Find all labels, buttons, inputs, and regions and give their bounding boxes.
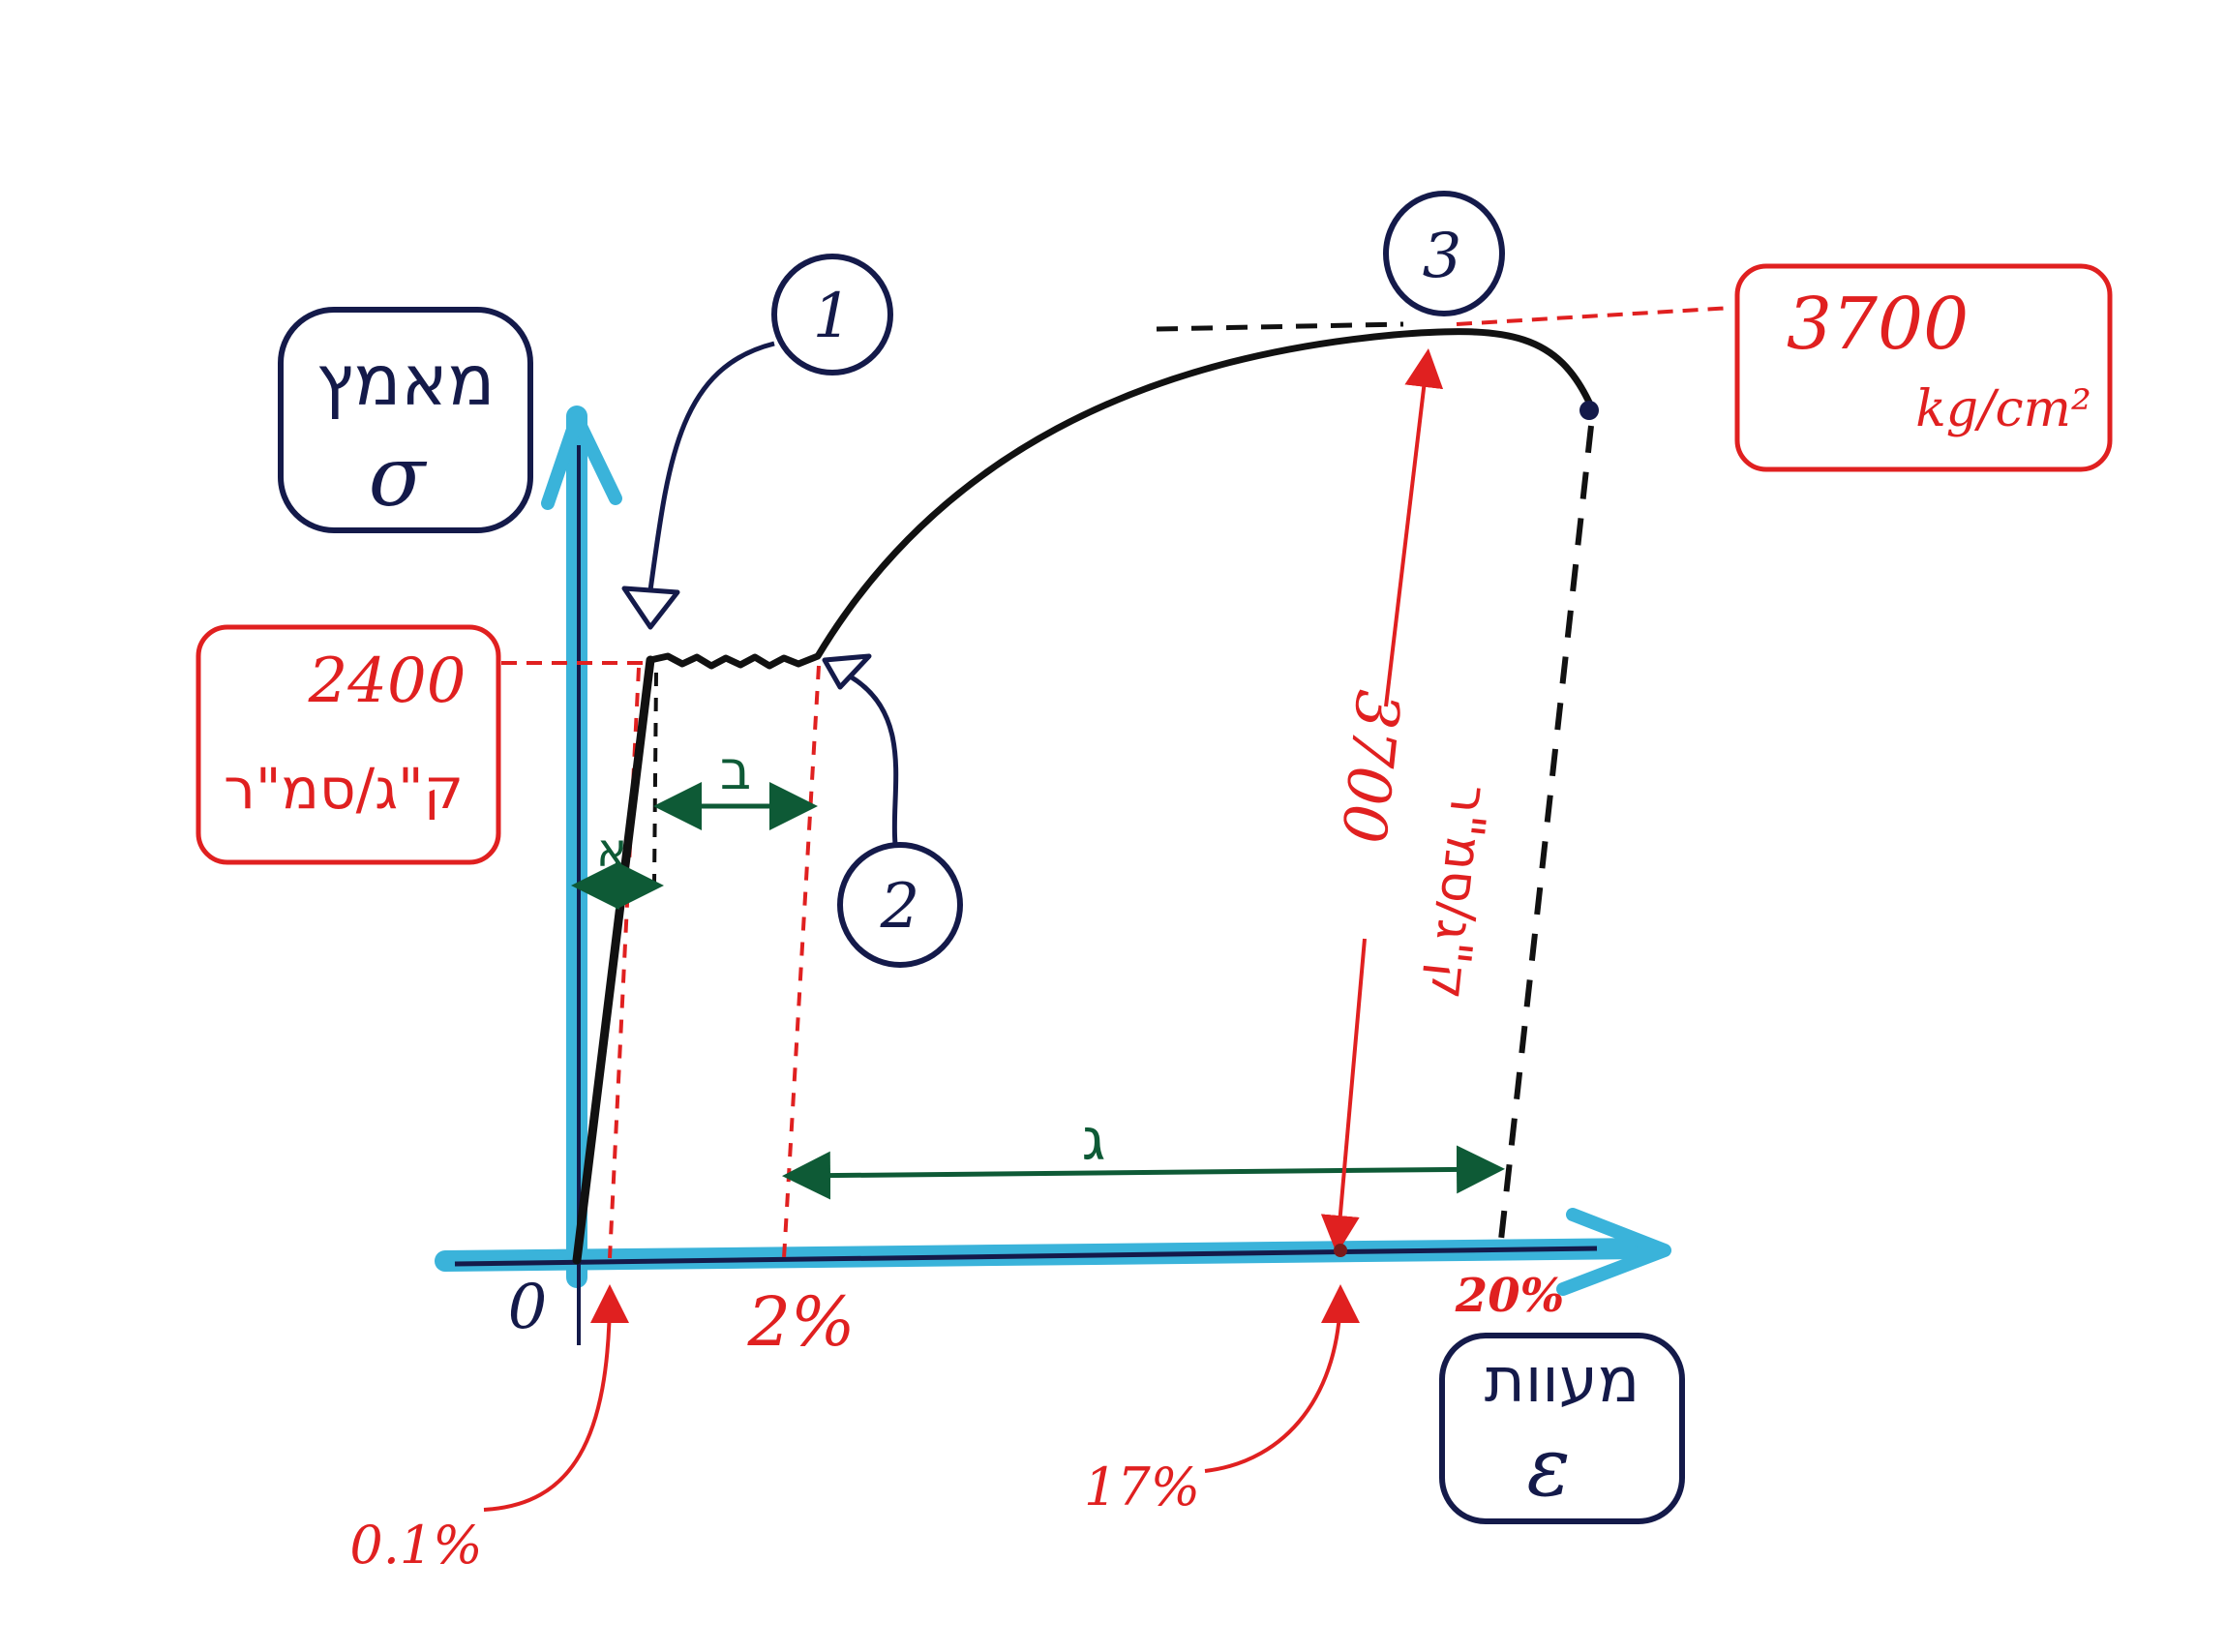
callout-2: 2 (822, 653, 963, 968)
ultimate-stress-unit: kg/cm² (1915, 380, 2091, 438)
x-axis-title: מעוות (1485, 1345, 1639, 1417)
y-axis-arrowhead (541, 411, 622, 510)
callout-2-circle (837, 842, 963, 968)
ultimate-stress-value: 3700 (1787, 283, 1969, 366)
callout-1: 1 (621, 254, 893, 630)
x-axis-title-box: מעוות ε (1439, 1333, 1685, 1524)
strain-labels: 0 0.1% 2% 17% 20% (349, 1269, 1564, 1576)
callout-1-circle (771, 254, 893, 375)
callout-1-leader (647, 341, 775, 591)
strain-pointers (483, 1284, 1360, 1512)
callout-2-leader (850, 675, 899, 845)
y-axis-title-box: מאמץ σ (278, 307, 533, 533)
callout-3-circle (1383, 191, 1505, 316)
callout-2-arrowhead (822, 653, 872, 690)
guide-lines (501, 306, 1733, 1259)
fracture-point (1579, 401, 1599, 420)
elastic-segment (572, 655, 655, 1265)
dim-b-label: ב (720, 739, 751, 802)
dim-a-label: א (596, 824, 627, 878)
ultimate-stress-box: 3700 kg/cm² (1734, 263, 2113, 472)
strain-label-20: 20% (1455, 1269, 1564, 1323)
yield-stress-frame (196, 624, 501, 865)
ultimate-level-dash-black (1156, 321, 1404, 332)
strain-label-2: 2% (746, 1282, 855, 1362)
elastic-limit-dash (652, 672, 658, 886)
ultimate-stress-frame (1734, 263, 2113, 472)
pointer-01 (483, 1284, 629, 1512)
ultimate-stress-marker: 3700 ק"ג/סמ"ר (1320, 348, 1498, 1257)
yield-stress-unit: ק"ג/סמ"ר (224, 756, 464, 822)
dim-c-arrow (782, 1145, 1505, 1200)
yield-stress-value: 2400 (308, 646, 466, 717)
fracture-dash (1497, 425, 1594, 1249)
callout-3-label: 3 (1423, 221, 1462, 292)
x-axis-symbol: ε (1526, 1420, 1570, 1515)
ultimate-strain-point (1334, 1244, 1347, 1257)
x-axis-title-frame (1439, 1333, 1685, 1524)
ultimate-arrow-down (1320, 938, 1367, 1254)
strain-label-01: 0.1% (349, 1515, 482, 1576)
ultimate-level-dash-red (1456, 306, 1733, 326)
callout-2-label: 2 (880, 871, 920, 943)
callout-1-arrowhead (621, 586, 680, 630)
ultimate-vertical-value: 3700 (1328, 687, 1414, 847)
pointer-17 (1204, 1284, 1360, 1473)
ultimate-vertical-unit: ק"ג/סמ"ר (1418, 782, 1498, 1002)
dim-c-label: ג (1082, 1106, 1106, 1174)
yield-stress-box: 2400 ק"ג/סמ"ר (196, 624, 501, 865)
x-axis-ink-line (454, 1246, 1598, 1267)
strain-label-17: 17% (1084, 1457, 1200, 1517)
strain-2-dash (782, 665, 821, 1259)
y-axis-title-frame (278, 307, 533, 533)
hardening-and-necking (814, 328, 1595, 660)
yield-plateau (649, 652, 820, 670)
dimension-arrows: א ב ג (571, 739, 1505, 1200)
callout-1-label: 1 (813, 281, 853, 352)
origin-label: 0 (508, 1272, 548, 1343)
stress-strain-curve (572, 328, 1599, 1265)
y-axis-title: מאמץ (316, 340, 496, 421)
y-axis-symbol: σ (369, 429, 428, 526)
callout-3: 3 (1383, 191, 1505, 316)
x-axis-arrowhead (1556, 1208, 1671, 1296)
ultimate-arrow-up (1384, 348, 1444, 707)
